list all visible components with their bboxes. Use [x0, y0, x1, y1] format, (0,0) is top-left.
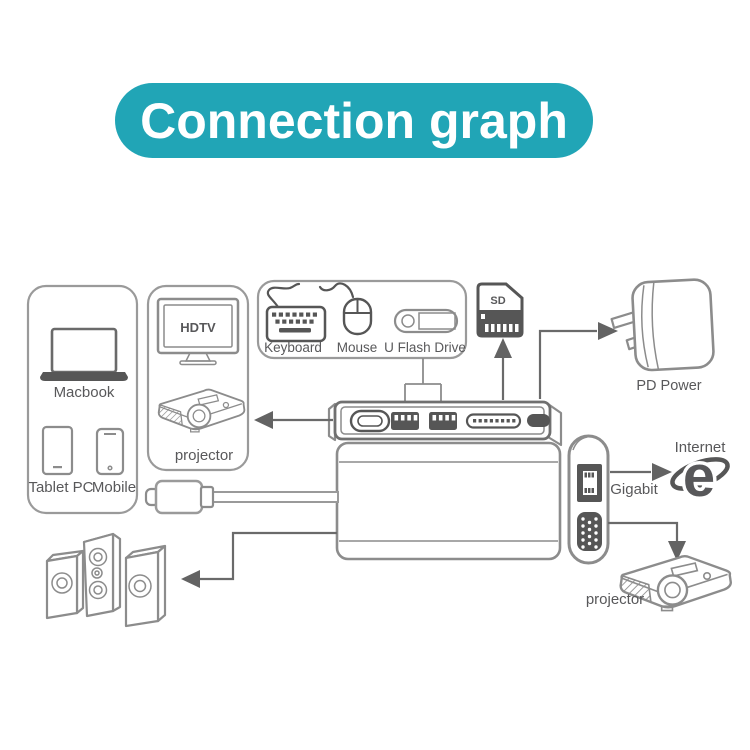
hub-body — [335, 441, 562, 561]
pd-power-label: PD Power — [636, 378, 701, 394]
display-box: HDTV projector — [146, 284, 250, 472]
usb-c-port — [527, 414, 550, 427]
keyboard-label: Keyboard — [264, 340, 322, 355]
hdtv-label: HDTV — [180, 320, 216, 335]
arrow-lan-to-internet — [610, 463, 672, 481]
arrow-hub-to-speakers — [181, 531, 337, 588]
usb-c-cable — [144, 479, 339, 515]
mouse-icon — [318, 282, 373, 336]
page-title: Connection graph — [140, 92, 568, 149]
pd-power-icon — [610, 278, 715, 372]
hub-side-view — [567, 434, 610, 565]
vga-port — [577, 512, 602, 551]
macbook-label: Macbook — [54, 384, 115, 401]
peripherals-box: Keyboard Mouse U Flash Drive — [256, 279, 468, 360]
mobile-icon — [95, 427, 125, 476]
tablet-icon — [41, 425, 74, 476]
arrow-hub-to-power — [538, 322, 618, 399]
internet-logo-letter: e — [683, 444, 715, 509]
title-banner: Connection graph — [115, 83, 593, 158]
ethernet-port — [577, 464, 602, 502]
tablet-label: Tablet PC — [28, 479, 93, 496]
projector-left-label: projector — [175, 447, 233, 464]
hdmi-port — [349, 409, 391, 433]
sd-slot — [465, 413, 522, 429]
mobile-label: Mobile — [92, 479, 136, 496]
hub-ports-bar — [327, 400, 563, 447]
usb-port-2 — [429, 412, 457, 430]
internet-label: Internet — [675, 439, 727, 456]
gigabit-label: Gigabit — [610, 481, 658, 498]
line-usb-to-peripherals — [404, 358, 442, 402]
sd-card-label: SD — [490, 295, 505, 307]
flash-drive-label: U Flash Drive — [384, 340, 466, 355]
arrow-vga-to-projector — [608, 521, 686, 561]
keyboard-icon — [265, 282, 327, 343]
arrow-hub-to-display — [254, 411, 333, 429]
sd-card-icon: SD — [476, 282, 524, 338]
hdtv-icon — [156, 297, 240, 366]
flash-drive-icon — [393, 308, 459, 334]
projector-right-label: projector — [586, 591, 644, 608]
arrow-hub-to-sd — [494, 338, 512, 400]
speakers-icon — [45, 532, 167, 628]
internet-explorer-icon: e — [670, 441, 730, 513]
hosts-box: Macbook Tablet PC Mobile — [26, 284, 139, 515]
macbook-icon — [40, 327, 128, 381]
mouse-label: Mouse — [337, 340, 378, 355]
usb-port-1 — [391, 412, 419, 430]
